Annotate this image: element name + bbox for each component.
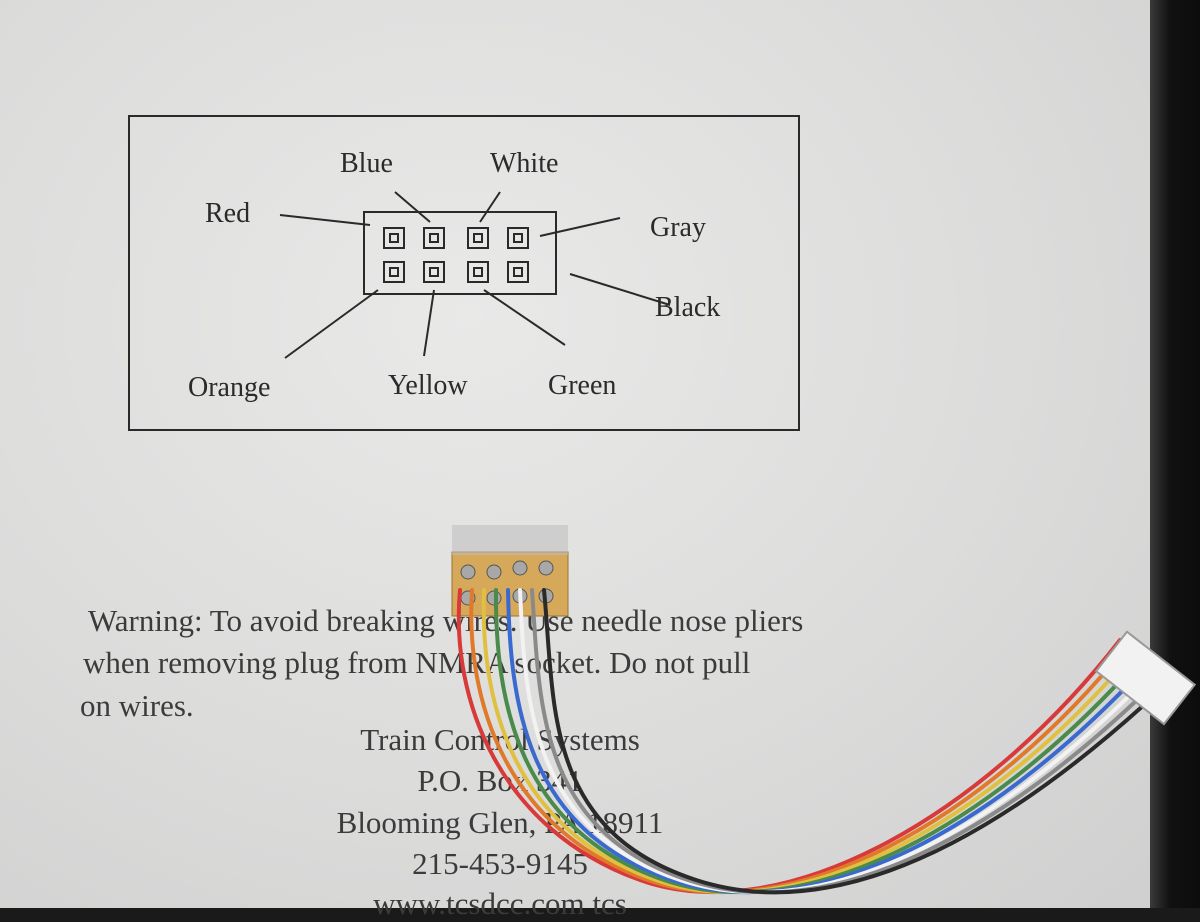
label-orange: Orange bbox=[188, 372, 271, 403]
label-red: Red bbox=[205, 198, 251, 229]
warning-line-3: on wires. bbox=[80, 688, 194, 723]
warning-line-1: Warning: To avoid breaking wires. Use ne… bbox=[88, 603, 804, 638]
label-green: Green bbox=[548, 370, 617, 401]
label-yellow: Yellow bbox=[388, 370, 468, 401]
connector-diagram bbox=[128, 115, 800, 431]
wire-6 bbox=[530, 588, 1164, 895]
label-black: Black bbox=[655, 292, 721, 323]
wire-0 bbox=[456, 588, 1122, 895]
warning-line-2: when removing plug from NMRA socket. Do … bbox=[83, 645, 751, 680]
dark-background-edge bbox=[1150, 0, 1200, 908]
company-phone: 215-453-9145 bbox=[412, 846, 588, 881]
label-gray: Gray bbox=[650, 212, 706, 243]
wire-4 bbox=[506, 588, 1150, 895]
instruction-sheet bbox=[0, 0, 1168, 908]
label-blue: Blue bbox=[340, 148, 393, 179]
label-white: White bbox=[490, 148, 559, 179]
wire-7 bbox=[542, 588, 1171, 895]
